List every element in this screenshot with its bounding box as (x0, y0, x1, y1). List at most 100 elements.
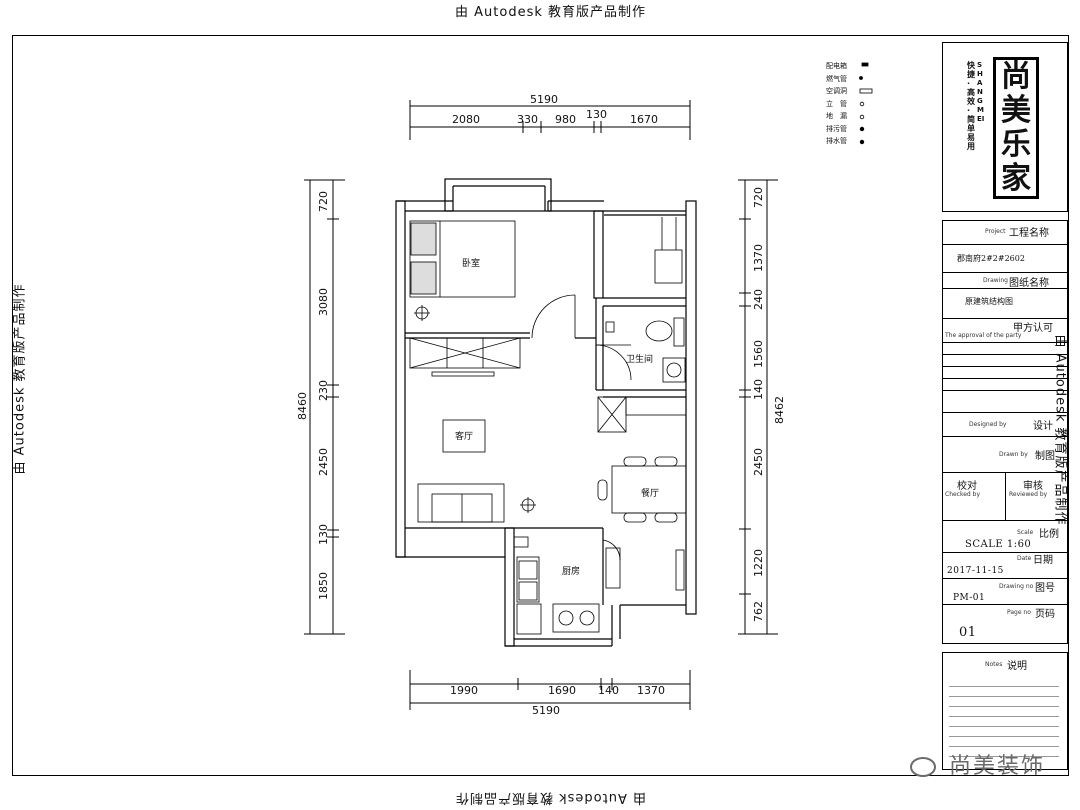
check-label: 校对 (957, 481, 977, 492)
project-label: 工程名称 (1009, 228, 1049, 239)
legend-symbol (861, 62, 869, 67)
logo-char: 美 (1001, 93, 1031, 128)
frame-left-line (12, 35, 13, 776)
bath-sink (662, 357, 686, 383)
frame-bottom-line (12, 775, 1068, 776)
dim-right-part: 2450 (752, 448, 765, 476)
drawing-no-value: PM-01 (953, 593, 986, 603)
wall-right (685, 200, 697, 615)
draw-label: 制图 (1035, 451, 1055, 462)
legend-symbol (859, 126, 865, 132)
dining-table (611, 465, 687, 514)
drawing-label: 图纸名称 (1009, 278, 1049, 289)
legend: 配电箱 燃气管 空调洞 立 管 地 漏 排污管 排水管 (826, 60, 847, 148)
legend-symbol (859, 101, 865, 107)
dim-bottom-part: 140 (598, 684, 619, 697)
dim-left-part: 720 (317, 191, 330, 212)
dim-bottom-part: 1990 (450, 684, 478, 697)
design-en: Designed by (969, 421, 1007, 428)
fridge (605, 547, 621, 589)
wall (593, 210, 604, 299)
legend-item: 立 管 (826, 99, 847, 108)
stove (552, 603, 600, 633)
legend-symbol (859, 76, 863, 80)
wall (504, 527, 515, 647)
scale-label: 比例 (1039, 529, 1059, 540)
frame-top-line (12, 35, 1068, 36)
dim-bottom-part: 1370 (637, 684, 665, 697)
logo-char: 乐 (1001, 127, 1031, 162)
wall-left (395, 200, 406, 558)
coffee-table (442, 419, 486, 453)
approval-en: The approval of the party (945, 332, 1022, 339)
dim-top-total: 5190 (530, 93, 558, 106)
date-value: 2017-11-15 (947, 566, 1004, 576)
legend-item: 空调洞 (826, 87, 847, 95)
dim-right-part: 1220 (752, 549, 765, 577)
footer-watermark: 尚美装饰 (910, 748, 1045, 780)
legend-item: 配电箱 (826, 62, 847, 70)
approval-label: 甲方认可 (1013, 323, 1053, 334)
logo-mark: 尚 美 乐 家 (993, 57, 1039, 199)
washer (654, 249, 683, 284)
footer-watermark-text: 尚美装饰 (949, 754, 1046, 779)
balcony (444, 178, 552, 212)
room-label-bedroom: 卧室 (462, 257, 480, 269)
legend-symbol (859, 139, 865, 145)
room-label-living: 客厅 (455, 430, 473, 442)
sofa (417, 483, 505, 523)
title-block-logo: 快捷·高效·简单易用 SHANGMEI 尚 美 乐 家 (942, 42, 1068, 212)
review-en: Reviewed by (1009, 491, 1048, 498)
toilet (645, 320, 673, 342)
dim-left-total: 8460 (296, 392, 309, 420)
scale-label-en: Scale (1017, 529, 1034, 536)
tv (431, 371, 495, 377)
fixture (605, 321, 615, 333)
appliance (516, 603, 542, 635)
dim-right-part: 1370 (752, 244, 765, 272)
legend-item: 燃气管 (826, 74, 847, 83)
notes-lines (949, 677, 1059, 757)
dim-bottom-part: 1690 (548, 684, 576, 697)
drawing-value: 原建筑结构图 (965, 297, 1013, 306)
dim-top-part: 980 (555, 113, 576, 126)
dim-right-total: 8462 (773, 396, 786, 424)
legend-item: 排污管 (826, 124, 847, 133)
date-label: 日期 (1033, 555, 1053, 566)
dim-top-part: 2080 (452, 113, 480, 126)
page-value: 01 (959, 625, 977, 640)
title-block-main: Project 工程名称 郡南府2#2#2602 Drawing 图纸名称 原建… (942, 220, 1068, 644)
room-label-bathroom: 卫生间 (626, 353, 653, 365)
dim-left-part: 3080 (317, 288, 330, 316)
check-en: Checked by (945, 491, 981, 498)
logo-char: 尚 (1001, 59, 1031, 94)
edu-watermark-top: 由 Autodesk 教育版产品制作 (455, 5, 646, 20)
page-label: 页码 (1035, 609, 1055, 620)
dim-top-part: 330 (517, 113, 538, 126)
project-label-en: Project (985, 228, 1006, 235)
door-arc (531, 294, 576, 339)
drawing-no-label: 图号 (1035, 583, 1055, 594)
kitchen-sink (516, 556, 540, 603)
logo-char: 家 (1001, 161, 1031, 196)
notes-label-en: Notes (985, 661, 1003, 668)
notes-label: 说明 (1007, 661, 1027, 672)
wardrobe (409, 337, 521, 369)
review-label: 审核 (1023, 481, 1043, 492)
legend-item: 地 漏 (826, 112, 847, 120)
door-arc (595, 344, 632, 381)
legend-symbol (859, 88, 873, 94)
drawing-label-en: Drawing (983, 277, 1008, 284)
dim-right-part: 720 (752, 187, 765, 208)
scale-value: SCALE 1:60 (965, 539, 1032, 550)
dim-right-part: 762 (752, 601, 765, 622)
wechat-icon (910, 757, 936, 777)
draw-en: Drawn by (999, 451, 1028, 458)
room-label-kitchen: 厨房 (562, 565, 580, 577)
dim-right-part: 1560 (752, 340, 765, 368)
design-label: 设计 (1033, 421, 1053, 432)
logo-tagline: 快捷·高效·简单易用 (967, 61, 975, 151)
dim-left-part: 2450 (317, 448, 330, 476)
frame-right-line (1068, 35, 1069, 776)
